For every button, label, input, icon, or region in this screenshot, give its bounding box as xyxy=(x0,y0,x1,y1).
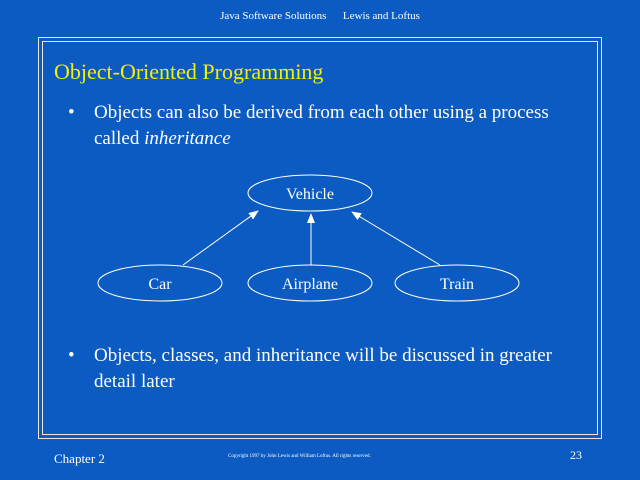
node-train-ellipse xyxy=(394,264,520,302)
node-car-label: Car xyxy=(148,276,172,293)
node-vehicle: Vehicle xyxy=(247,174,373,212)
bullet-item-1: • Objects can also be derived from each … xyxy=(68,100,578,156)
node-car-ellipse xyxy=(97,264,223,302)
arrow-car-to-vehicle xyxy=(182,210,259,266)
bullet-dot: • xyxy=(68,345,75,366)
footer-copyright: Copyright 1997 by John Lewis and William… xyxy=(228,454,371,459)
slide-frame-outer xyxy=(38,37,602,439)
footer-chapter: Chapter 2 xyxy=(54,451,105,466)
node-car: Car xyxy=(97,264,223,302)
node-vehicle-ellipse xyxy=(247,174,373,212)
arrow-train-to-vehicle xyxy=(351,211,441,266)
header-book-title: Java Software Solutions xyxy=(220,10,327,22)
header-authors: Lewis and Loftus xyxy=(342,10,420,22)
node-vehicle-label: Vehicle xyxy=(286,186,334,203)
bullet-text: Objects can also be derived from each ot… xyxy=(94,100,574,152)
bullet-text: Objects, classes, and inheritance will b… xyxy=(94,345,552,392)
slide-title: Object-Oriented Programming xyxy=(54,59,324,84)
bullet-text-prefix: Objects can also be derived from each ot… xyxy=(94,102,549,149)
bullet-item-2: • Objects, classes, and inheritance will… xyxy=(68,343,578,399)
node-train: Train xyxy=(394,264,520,302)
footer-page-number: 23 xyxy=(570,448,582,462)
bullet-text-emphasis: inheritance xyxy=(144,128,231,149)
node-airplane-ellipse xyxy=(247,264,373,302)
node-airplane-label: Airplane xyxy=(282,276,338,293)
node-train-label: Train xyxy=(440,276,474,293)
node-airplane: Airplane xyxy=(247,264,373,302)
slide-frame-inner xyxy=(42,41,598,435)
slide-header: Java Software Solutions Lewis and Loftus xyxy=(0,10,640,22)
bullet-dot: • xyxy=(68,102,75,123)
